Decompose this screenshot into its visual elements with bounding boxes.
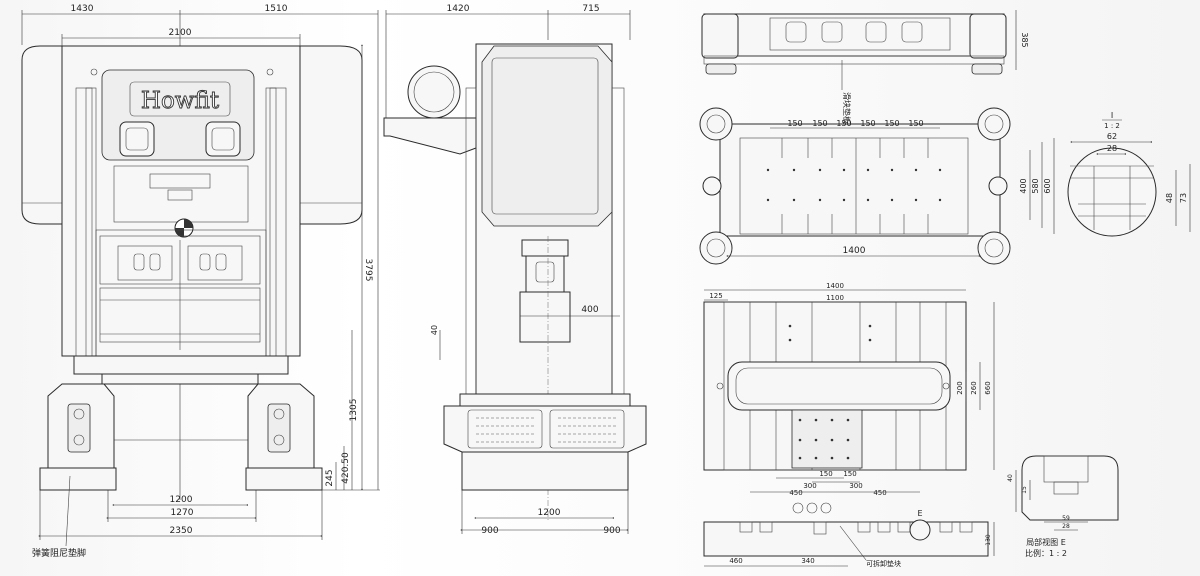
detail-i-title: I — [1111, 111, 1113, 120]
dim-1400: 1400 — [843, 246, 866, 256]
dim-73: 73 — [1179, 193, 1188, 203]
slide-section: E 460 340 130 可拆卸垫块 — [703, 502, 995, 568]
dim-150-6: 150 — [908, 119, 923, 128]
dim-1270: 1270 — [171, 508, 194, 518]
left-cylinder — [21, 45, 63, 225]
dim-150-1: 150 — [787, 119, 802, 128]
dim-40: 40 — [430, 325, 439, 335]
dim-450-b: 450 — [873, 489, 886, 497]
dim-385: 385 — [1020, 32, 1029, 47]
dim-150-5: 150 — [884, 119, 899, 128]
dim-1200-side: 1200 — [538, 508, 561, 518]
dim-150-slide-a: 150 — [819, 470, 832, 478]
dim-400: 400 — [581, 305, 598, 315]
dim-150-slide-b: 150 — [843, 470, 856, 478]
right-cylinder — [299, 45, 363, 225]
dim-125: 125 — [709, 292, 722, 300]
detail-e: 40 15 59 28 局部视图 E 比例：1 : 2 — [1007, 455, 1119, 558]
removable-pad-label: 可拆卸垫块 — [866, 559, 901, 568]
dim-1430: 1430 — [71, 4, 94, 14]
dim-2100: 2100 — [169, 28, 192, 38]
dim-450-a: 450 — [789, 489, 802, 497]
dim-420-50: 420.50 — [341, 452, 351, 484]
dim-260: 260 — [970, 381, 978, 394]
dim-300-b: 300 — [849, 482, 862, 490]
dim-200: 200 — [956, 381, 964, 394]
dim-900-right: 900 — [603, 526, 620, 536]
dim-150-3: 150 — [836, 119, 851, 128]
dim-1200: 1200 — [170, 495, 193, 505]
dim-715: 715 — [582, 4, 599, 14]
dim-660: 660 — [984, 381, 992, 394]
slide-pad-label: 滑块垫板 — [842, 92, 852, 124]
detail-e-marker: E — [917, 509, 922, 518]
dim-130: 130 — [985, 534, 992, 546]
bolster-plan: 150 150 150 150 150 150 1400 400 580 600 — [699, 107, 1055, 265]
dim-3795: 3795 — [363, 259, 373, 282]
dim-400-plan: 400 — [1019, 178, 1028, 193]
dim-28-e: 28 — [1062, 523, 1070, 530]
dim-59: 59 — [1062, 515, 1070, 522]
dim-40-e: 40 — [1007, 474, 1014, 482]
dim-580: 580 — [1031, 178, 1040, 193]
dim-300-a: 300 — [803, 482, 816, 490]
detail-e-title: 局部视图 E — [1026, 537, 1066, 547]
detail-i-scale: 1 : 2 — [1104, 122, 1120, 130]
brand-logo: Howfit — [141, 88, 220, 114]
dim-1400-slide: 1400 — [826, 282, 844, 290]
dim-245: 245 — [325, 469, 335, 486]
dim-1510: 1510 — [265, 4, 288, 14]
dim-150-2: 150 — [812, 119, 827, 128]
side-view: 1420 715 400 40 1200 900 900 — [383, 4, 647, 536]
dim-900-left: 900 — [481, 526, 498, 536]
dim-150-4: 150 — [860, 119, 875, 128]
detail-i: I 1 : 2 62 28 48 73 — [1067, 111, 1191, 237]
dim-62: 62 — [1107, 132, 1117, 141]
dim-48: 48 — [1165, 193, 1174, 203]
dim-15: 15 — [1021, 486, 1028, 494]
dim-600: 600 — [1043, 178, 1052, 193]
dim-2350: 2350 — [170, 526, 193, 536]
slide-plan: 1400 1100 125 200 260 660 150 150 300 30… — [703, 282, 995, 497]
dim-460: 460 — [729, 557, 742, 565]
dim-1100: 1100 — [826, 294, 844, 302]
front-view: Howfit — [21, 4, 380, 559]
dim-28: 28 — [1107, 144, 1117, 153]
damper-label: 弹簧阻尼垫脚 — [32, 547, 86, 559]
dim-340: 340 — [801, 557, 814, 565]
dim-1305: 1305 — [349, 399, 359, 422]
bolster-elevation: 385 滑块垫板 — [701, 10, 1029, 124]
detail-e-scale: 比例：1 : 2 — [1025, 548, 1067, 558]
dim-1420: 1420 — [447, 4, 470, 14]
